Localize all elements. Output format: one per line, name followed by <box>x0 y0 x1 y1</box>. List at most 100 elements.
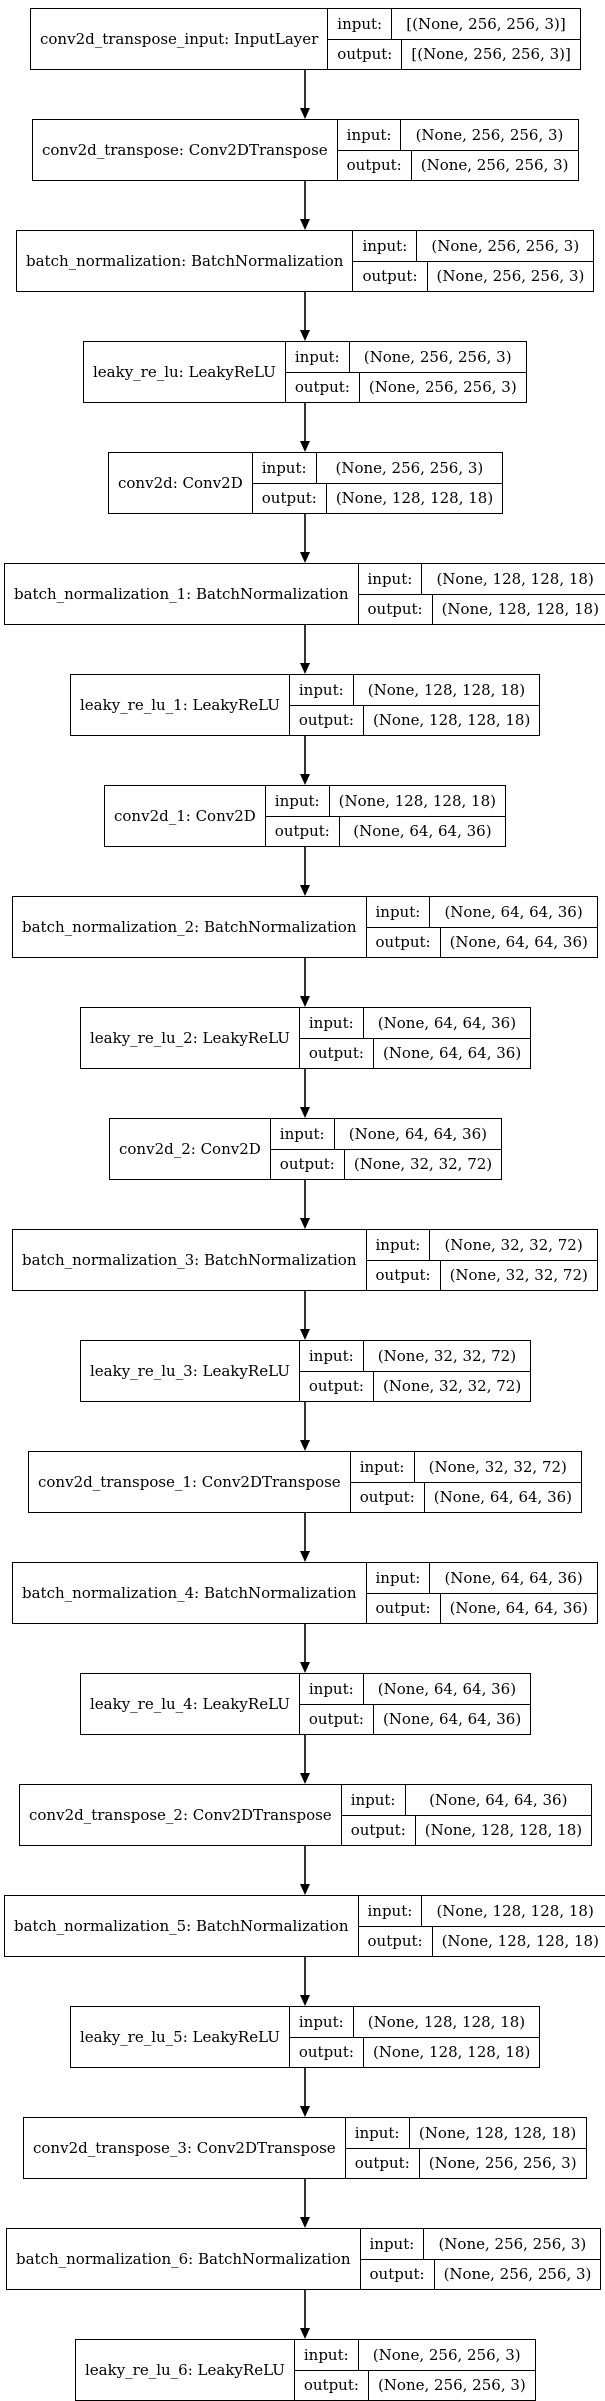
output-shape: [(None, 256, 256, 3)] <box>402 40 580 70</box>
layer-io: input:(None, 32, 32, 72) output:(None, 3… <box>367 1230 597 1290</box>
arrowhead-icon <box>300 1218 310 1229</box>
layer-node-15: leaky_re_lu_4: LeakyReLU input:(None, 64… <box>80 1673 531 1735</box>
input-shape: (None, 128, 128, 18) <box>330 786 505 816</box>
arrowhead-icon <box>300 885 310 896</box>
layer-io: input:(None, 128, 128, 18) output:(None,… <box>266 786 505 846</box>
output-label: output: <box>253 484 327 514</box>
arrowhead-icon <box>300 1995 310 2006</box>
layer-node-8: batch_normalization_2: BatchNormalizatio… <box>12 896 598 958</box>
input-label: input: <box>338 120 402 150</box>
input-shape: (None, 256, 256, 3) <box>424 2229 600 2259</box>
arrowhead-icon <box>300 1551 310 1562</box>
arrowhead-icon <box>300 330 310 341</box>
output-label: output: <box>295 2371 369 2401</box>
output-shape: (None, 32, 32, 72) <box>441 1261 597 1291</box>
input-label: input: <box>367 1563 431 1593</box>
input-shape: (None, 128, 128, 18) <box>354 2007 540 2037</box>
arrowhead-icon <box>300 1329 310 1340</box>
arrowhead-icon <box>300 2217 310 2228</box>
arrowhead-icon <box>300 996 310 1007</box>
output-label: output: <box>266 817 340 847</box>
layer-io: input:(None, 64, 64, 36) output:(None, 3… <box>271 1119 501 1179</box>
layer-io: input:(None, 256, 256, 3) output:(None, … <box>286 342 526 402</box>
layer-io: input:(None, 128, 128, 18) output:(None,… <box>290 2007 539 2067</box>
layer-node-3: leaky_re_lu: LeakyReLU input:(None, 256,… <box>83 341 527 403</box>
layer-name: batch_normalization_3: BatchNormalizatio… <box>13 1230 367 1290</box>
layer-node-4: conv2d: Conv2D input:(None, 256, 256, 3)… <box>108 452 503 514</box>
input-label: input: <box>290 675 354 705</box>
layer-name: leaky_re_lu: LeakyReLU <box>84 342 286 402</box>
output-shape: (None, 64, 64, 36) <box>425 1483 581 1513</box>
output-label: output: <box>338 151 412 181</box>
layer-name: conv2d_transpose_input: InputLayer <box>31 9 328 69</box>
arrowhead-icon <box>300 1884 310 1895</box>
input-shape: (None, 64, 64, 36) <box>406 1785 592 1815</box>
output-label: output: <box>271 1150 345 1180</box>
arrowhead-icon <box>300 2328 310 2339</box>
output-label: output: <box>367 928 441 958</box>
output-label: output: <box>359 1927 433 1957</box>
layer-io: input:(None, 64, 64, 36) output:(None, 1… <box>342 1785 591 1845</box>
input-shape: (None, 128, 128, 18) <box>422 1896 605 1926</box>
input-label: input: <box>300 1674 364 1704</box>
input-shape: (None, 128, 128, 18) <box>354 675 540 705</box>
output-label: output: <box>290 2038 364 2068</box>
layer-name: conv2d: Conv2D <box>109 453 253 513</box>
arrowhead-icon <box>300 219 310 230</box>
input-label: input: <box>300 1341 364 1371</box>
output-shape: (None, 256, 256, 3) <box>428 262 594 292</box>
layer-node-7: conv2d_1: Conv2D input:(None, 128, 128, … <box>104 785 506 847</box>
input-shape: (None, 256, 256, 3) <box>417 231 593 261</box>
input-label: input: <box>328 9 392 39</box>
input-label: input: <box>266 786 330 816</box>
arrowhead-icon <box>300 108 310 119</box>
input-shape: (None, 64, 64, 36) <box>364 1674 531 1704</box>
output-label: output: <box>361 2260 435 2290</box>
output-shape: (None, 64, 64, 36) <box>340 817 505 847</box>
layer-name: leaky_re_lu_4: LeakyReLU <box>81 1674 300 1734</box>
layer-name: batch_normalization: BatchNormalization <box>17 231 353 291</box>
output-label: output: <box>367 1594 441 1624</box>
arrowhead-icon <box>300 2106 310 2117</box>
output-shape: (None, 32, 32, 72) <box>374 1372 530 1402</box>
output-label: output: <box>359 595 433 625</box>
output-shape: (None, 64, 64, 36) <box>441 1594 597 1624</box>
layer-io: input:(None, 128, 128, 18) output:(None,… <box>346 2118 586 2178</box>
layer-node-11: batch_normalization_3: BatchNormalizatio… <box>12 1229 598 1291</box>
layer-node-1: conv2d_transpose: Conv2DTranspose input:… <box>32 119 579 181</box>
layer-node-14: batch_normalization_4: BatchNormalizatio… <box>12 1562 598 1624</box>
input-label: input: <box>253 453 317 483</box>
input-shape: [(None, 256, 256, 3)] <box>392 9 580 39</box>
output-shape: (None, 64, 64, 36) <box>374 1705 530 1735</box>
output-label: output: <box>290 706 364 736</box>
output-label: output: <box>351 1483 425 1513</box>
output-shape: (None, 256, 256, 3) <box>412 151 578 181</box>
layer-name: leaky_re_lu_6: LeakyReLU <box>76 2340 295 2400</box>
input-label: input: <box>351 1452 415 1482</box>
layer-name: batch_normalization_2: BatchNormalizatio… <box>13 897 367 957</box>
input-label: input: <box>290 2007 354 2037</box>
arrowhead-icon <box>300 441 310 452</box>
input-label: input: <box>346 2118 410 2148</box>
layer-node-5: batch_normalization_1: BatchNormalizatio… <box>4 563 605 625</box>
layer-io: input:(None, 256, 256, 3) output:(None, … <box>253 453 502 513</box>
arrowhead-icon <box>300 552 310 563</box>
layer-io: input:(None, 32, 32, 72) output:(None, 6… <box>351 1452 581 1512</box>
layer-io: input:(None, 32, 32, 72) output:(None, 3… <box>300 1341 530 1401</box>
layer-node-19: conv2d_transpose_3: Conv2DTranspose inpu… <box>23 2117 587 2179</box>
layer-node-12: leaky_re_lu_3: LeakyReLU input:(None, 32… <box>80 1340 531 1402</box>
output-label: output: <box>286 373 360 403</box>
layer-node-2: batch_normalization: BatchNormalization … <box>16 230 594 292</box>
output-shape: (None, 32, 32, 72) <box>345 1150 501 1180</box>
layer-name: batch_normalization_4: BatchNormalizatio… <box>13 1563 367 1623</box>
layer-io: input:(None, 256, 256, 3) output:(None, … <box>353 231 593 291</box>
input-shape: (None, 256, 256, 3) <box>359 2340 535 2370</box>
input-label: input: <box>361 2229 425 2259</box>
layer-node-9: leaky_re_lu_2: LeakyReLU input:(None, 64… <box>80 1007 531 1069</box>
output-shape: (None, 256, 256, 3) <box>360 373 526 403</box>
output-shape: (None, 128, 128, 18) <box>433 595 605 625</box>
layer-io: input:(None, 128, 128, 18) output:(None,… <box>359 564 605 624</box>
input-label: input: <box>367 897 431 927</box>
output-shape: (None, 128, 128, 18) <box>433 1927 605 1957</box>
layer-io: input:(None, 64, 64, 36) output:(None, 6… <box>367 1563 597 1623</box>
